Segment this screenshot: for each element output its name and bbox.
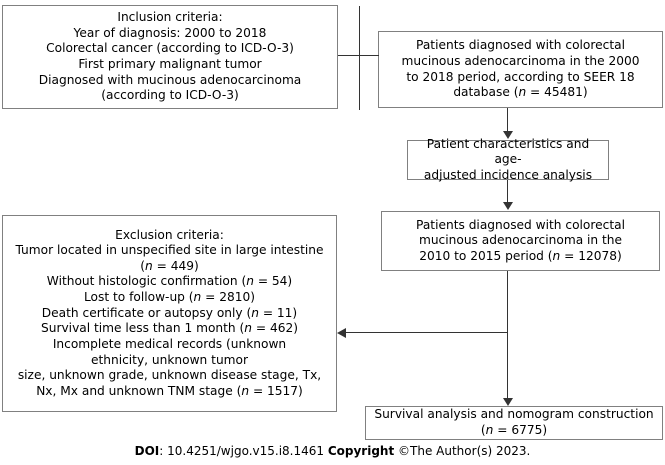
exclusion-item-2-text: Without histologic confirmation ( xyxy=(46,274,247,289)
exclusion-item-1-value: = 449) xyxy=(152,258,199,273)
exclusion-item-1-count: (n = 449) xyxy=(7,259,332,275)
survival-n-prefix: ( xyxy=(480,423,486,437)
connector-characteristics-to-cohort xyxy=(507,180,508,204)
arrow-trunk-to-exclusion xyxy=(337,328,346,338)
exclusion-item-1-n: n xyxy=(145,258,153,273)
study-cohort-box: Patients diagnosed with colorectal mucin… xyxy=(381,211,660,271)
seer-line-3: to 2018 period, according to SEER 18 xyxy=(406,69,635,84)
patient-characteristics-box: Patient characteristics and age- adjuste… xyxy=(407,136,609,182)
cohort-line-2: mucinous adenocarcinoma in the xyxy=(418,233,623,248)
survival-line-1: Survival analysis and nomogram construct… xyxy=(374,407,654,422)
exclusion-item-5: Survival time less than 1 month (n = 462… xyxy=(7,321,332,337)
survival-n-value: = 6775) xyxy=(493,423,548,437)
exclusion-heading: Exclusion criteria: xyxy=(115,227,224,242)
inclusion-line-5: Diagnosed with mucinous adenocarcinoma xyxy=(38,72,302,87)
exclusion-item-5-n: n xyxy=(244,321,252,336)
exclusion-item-6-line-3: size, unknown grade, unknown disease sta… xyxy=(17,368,322,383)
exclusion-item-5-value: = 462) xyxy=(252,321,298,336)
exclusion-item-6-line-1: Incomplete medical records (unknown xyxy=(52,336,287,351)
doi-label: DOI xyxy=(134,444,160,458)
connector-cohort-trunk xyxy=(507,271,508,403)
connector-inclusion-vertical xyxy=(359,6,360,110)
characteristics-line-1: Patient characteristics and age- xyxy=(426,136,590,167)
cohort-line-1: Patients diagnosed with colorectal xyxy=(416,217,625,232)
exclusion-item-5-text: Survival time less than 1 month ( xyxy=(41,321,245,336)
seer-line-4: database (n = 45481) xyxy=(383,85,658,101)
exclusion-item-2: Without histologic confirmation (n = 54) xyxy=(7,274,332,290)
exclusion-item-3-value: = 2810) xyxy=(201,290,256,305)
exclusion-item-2-n: n xyxy=(246,274,254,289)
inclusion-criteria-box: Inclusion criteria: Year of diagnosis: 2… xyxy=(2,5,338,109)
figure-footer: DOI: 10.4251/wjgo.v15.i8.1461 Copyright … xyxy=(0,444,665,458)
exclusion-criteria-box: Exclusion criteria: Tumor located in uns… xyxy=(2,215,337,412)
characteristics-line-2: adjusted incidence analysis xyxy=(423,167,593,182)
seer-cohort-box: Patients diagnosed with colorectal mucin… xyxy=(378,31,663,108)
cohort-n-value: = 12078) xyxy=(560,248,622,263)
exclusion-item-6-line-4: Nx, Mx and unknown TNM stage (n = 1517) xyxy=(7,384,332,400)
exclusion-item-4-n: n xyxy=(251,305,259,320)
exclusion-item-6-value: = 1517) xyxy=(249,383,303,398)
exclusion-item-6-prefix: Nx, Mx and unknown TNM stage ( xyxy=(36,383,242,398)
copyright-label: Copyright xyxy=(327,444,395,458)
cohort-line-3: 2010 to 2015 period (n = 12078) xyxy=(386,249,655,265)
exclusion-item-3-text: Lost to follow-up ( xyxy=(83,290,194,305)
inclusion-line-1: Inclusion criteria: xyxy=(117,10,223,25)
copyright-value: ©The Author(s) 2023. xyxy=(394,444,531,458)
connector-seer-to-characteristics xyxy=(507,108,508,133)
exclusion-item-3: Lost to follow-up (n = 2810) xyxy=(7,290,332,306)
exclusion-item-2-value: = 54) xyxy=(253,274,293,289)
exclusion-item-4-value: = 11) xyxy=(258,305,298,320)
exclusion-item-1-paren: ( xyxy=(140,258,146,273)
inclusion-line-4: First primary malignant tumor xyxy=(78,57,262,71)
exclusion-item-3-n: n xyxy=(193,290,202,305)
arrow-trunk-to-survival xyxy=(503,398,513,406)
survival-line-2: (n = 6775) xyxy=(370,423,658,439)
connector-trunk-to-exclusion xyxy=(345,332,508,333)
seer-line-2: mucinous adenocarcinoma in the 2000 xyxy=(401,53,640,68)
exclusion-item-4: Death certificate or autopsy only (n = 1… xyxy=(7,306,332,322)
cohort-n-prefix: 2010 to 2015 period ( xyxy=(419,248,553,263)
seer-line-1: Patients diagnosed with colorectal xyxy=(416,38,625,53)
exclusion-item-4-text: Death certificate or autopsy only ( xyxy=(41,305,252,320)
doi-value: : 10.4251/wjgo.v15.i8.1461 xyxy=(159,444,328,458)
exclusion-item-6-n: n xyxy=(241,383,250,398)
seer-n-value: = 45481) xyxy=(526,85,588,100)
connector-bracket-to-seer xyxy=(359,55,379,56)
inclusion-line-3: Colorectal cancer (according to ICD-O-3) xyxy=(46,41,294,56)
survival-analysis-box: Survival analysis and nomogram construct… xyxy=(365,406,663,440)
inclusion-line-2: Year of diagnosis: 2000 to 2018 xyxy=(73,25,267,40)
exclusion-item-6-line-2: ethnicity, unknown tumor xyxy=(90,352,249,367)
seer-n-symbol: n xyxy=(518,85,527,100)
exclusion-item-1-text: Tumor located in unspecified site in lar… xyxy=(15,243,324,258)
connector-inclusion-to-bracket xyxy=(338,55,360,56)
arrow-seer-to-characteristics xyxy=(503,131,513,139)
inclusion-line-6: (according to ICD-O-3) xyxy=(101,88,239,103)
survival-n-symbol: n xyxy=(485,423,494,437)
seer-n-prefix: database ( xyxy=(453,85,519,100)
arrow-characteristics-to-cohort xyxy=(503,202,513,210)
cohort-n-symbol: n xyxy=(552,248,561,263)
